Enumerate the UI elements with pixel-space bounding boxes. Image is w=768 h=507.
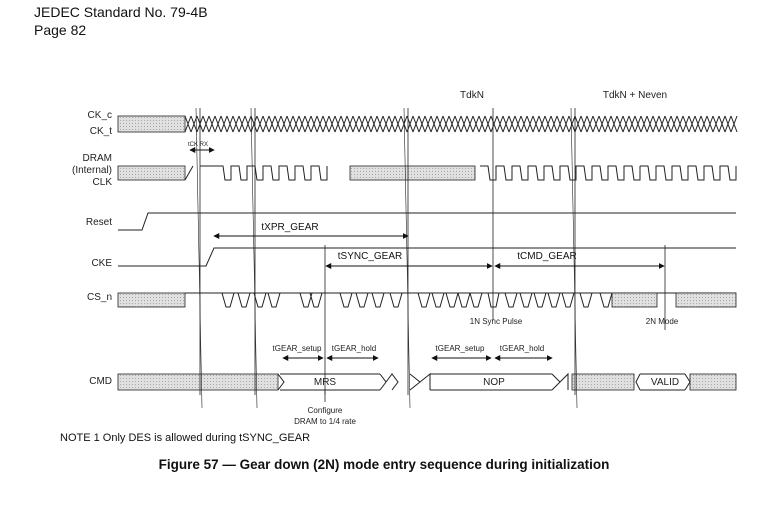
- waveforms: [117, 107, 738, 409]
- cs-pulse-13: [457, 292, 471, 308]
- cs-pulse-6: [339, 292, 353, 308]
- cmd-mrs-box: [277, 373, 380, 391]
- cmd-nop-box: [430, 373, 552, 391]
- reset-waveform: [118, 212, 736, 231]
- 2n-mode-label: 2N Mode: [646, 317, 679, 326]
- cs-pulse-15: [504, 292, 518, 308]
- cs-pulse-7: [355, 292, 369, 308]
- cs-pulse-2: [253, 292, 267, 308]
- page-number: Page 82: [34, 22, 87, 38]
- configure-label-2: DRAM to 1/4 rate: [294, 417, 356, 426]
- tdkn-neven-label: TdkN + Neven: [603, 90, 667, 101]
- cs-mode-shade: [611, 292, 658, 308]
- gear-setup-label-1: tGEAR_setup: [273, 344, 322, 353]
- tdkn-label: TdkN: [460, 90, 484, 101]
- cs-pulse-14: [469, 292, 483, 308]
- cmd-idle-shade-1: [117, 373, 279, 391]
- cs-end-shade: [675, 292, 737, 308]
- gear-hold-label-1: tGEAR_hold: [332, 344, 376, 353]
- ck-t-label: CK_t: [90, 126, 112, 137]
- reset-label: Reset: [86, 217, 112, 228]
- ck-c-label: CK_c: [88, 110, 112, 121]
- break-line-1: [250, 107, 258, 409]
- cmd-x-2: [409, 372, 431, 391]
- cmd-x-1: [379, 373, 399, 391]
- tck-rx-label: tCK RX: [188, 142, 208, 148]
- cs-pulse-16: [519, 292, 533, 308]
- cs-pulse-11: [431, 292, 445, 308]
- gear-setup-label-2: tGEAR_setup: [436, 344, 485, 353]
- dram-label-2: (Internal): [72, 165, 112, 176]
- ck-idle-shade: [117, 115, 186, 133]
- cs-pulse-4: [299, 292, 313, 308]
- nop-label: NOP: [483, 377, 505, 388]
- figure-caption: Figure 57 — Gear down (2N) mode entry se…: [158, 457, 610, 472]
- break-line-3: [570, 107, 578, 409]
- cs-pulse-19: [561, 292, 575, 308]
- dram-clk-seg-3: [640, 165, 737, 181]
- break-line-0: [195, 107, 203, 409]
- cs-pulse-12: [445, 292, 459, 308]
- cs-pulse-9: [389, 292, 403, 308]
- cmd-valid-box: [635, 373, 691, 391]
- dram-clk-edge: [184, 165, 215, 181]
- sync-pulse-label: 1N Sync Pulse: [470, 317, 523, 326]
- dram-clk-seg-2: [480, 165, 641, 181]
- cs-pulse-3: [267, 292, 281, 308]
- cmd-idle-shade-3: [689, 373, 737, 391]
- cs-pulse-20: [579, 292, 593, 308]
- cs-n-label: CS_n: [87, 292, 112, 303]
- cmd-idle-shade-2: [571, 373, 635, 391]
- cs-pulse-17: [533, 292, 547, 308]
- note-1: NOTE 1 Only DES is allowed during tSYNC_…: [60, 432, 311, 444]
- tcmd-gear-label: tCMD_GEAR: [517, 251, 576, 262]
- cs-pulse-21: [599, 292, 613, 308]
- cs-pulse-18: [547, 292, 561, 308]
- cke-waveform: [118, 247, 736, 267]
- cs-pulse-10: [417, 292, 431, 308]
- dram-label-1: DRAM: [83, 153, 112, 164]
- txpr-gear-label: tXPR_GEAR: [261, 222, 318, 233]
- cke-label: CKE: [91, 258, 112, 269]
- dram-label-3: CLK: [93, 177, 113, 188]
- standard-header: JEDEC Standard No. 79-4B: [34, 4, 208, 20]
- cs-pulse-8: [371, 292, 385, 308]
- gear-hold-label-2: tGEAR_hold: [500, 344, 544, 353]
- mrs-label: MRS: [314, 377, 337, 388]
- ck-waveform: [184, 115, 738, 133]
- valid-label: VALID: [651, 377, 679, 388]
- break-line-2: [403, 107, 411, 409]
- dram-clk-hold-shade: [349, 165, 476, 181]
- cs-idle-shade: [117, 292, 186, 308]
- cmd-x-3: [551, 372, 569, 391]
- cs-sync-pulse: [487, 292, 500, 308]
- cmd-label: CMD: [89, 376, 112, 387]
- dram-clk-idle-shade: [117, 165, 186, 181]
- cs-pulse-1: [237, 292, 251, 308]
- configure-label-1: Configure: [308, 406, 343, 415]
- cs-pulse-5: [309, 292, 323, 308]
- dram-clk-seg-1: [215, 165, 328, 181]
- cs-pulse-0: [221, 292, 235, 308]
- tsync-gear-label: tSYNC_GEAR: [338, 251, 402, 262]
